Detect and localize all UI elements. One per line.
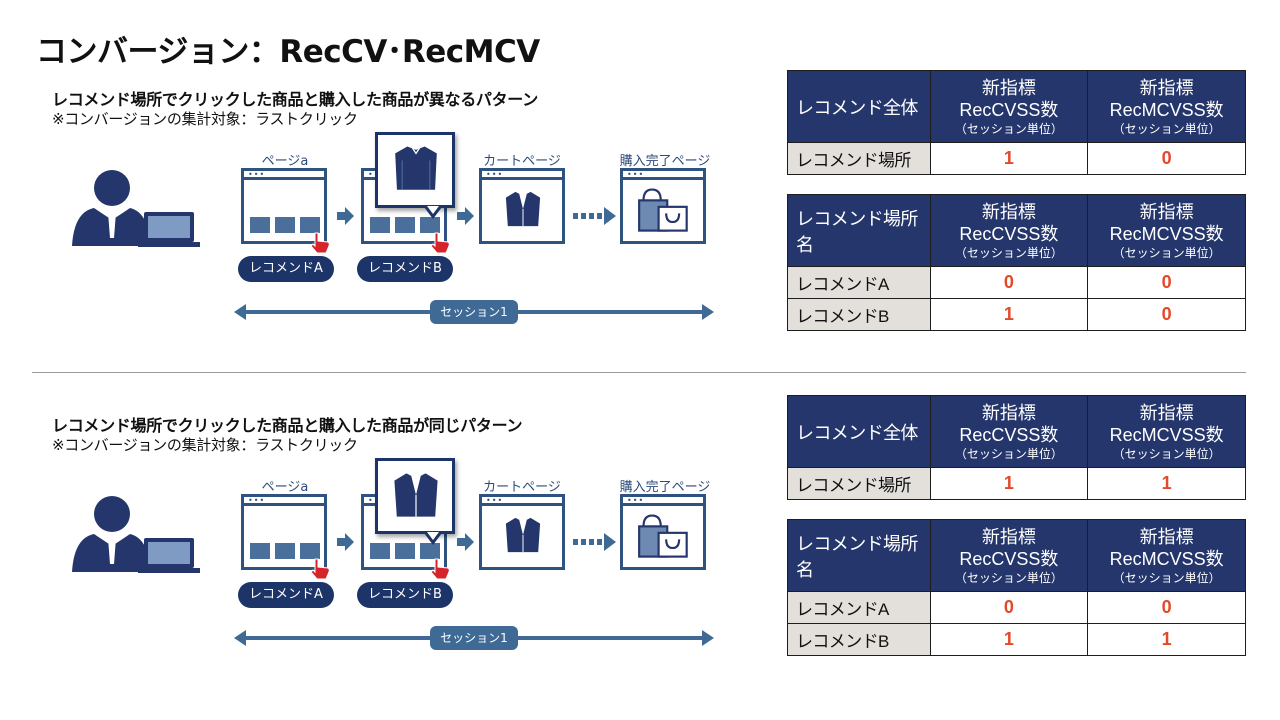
pattern-different: レコメンド場所でクリックした商品と購入した商品が異なるパターン ※コンバージョン… — [0, 0, 1280, 324]
table-row: レコメンド場所 1 1 — [787, 467, 1246, 500]
arrow-right-icon — [337, 533, 354, 551]
person-with-laptop-icon — [72, 170, 200, 247]
table-recommend-by-place: レコメンド場所名 新指標 RecCVSS数 （セッション単位） 新指標 RecM… — [787, 194, 1246, 331]
page-title: コンバージョン：RecCV･RecMCV — [36, 34, 540, 70]
table-row: レコメンドB 1 0 — [787, 298, 1246, 331]
table-header-reccv: 新指標 RecCVSS数 （セッション単位） — [929, 194, 1089, 267]
arrow-right-icon — [457, 533, 474, 551]
click-hand-icon — [430, 232, 450, 254]
complete-page-label: 購入完了ページ — [619, 480, 711, 495]
table-row: レコメンド場所 1 0 — [787, 142, 1246, 175]
table-header-label: レコメンド場所名 — [787, 194, 931, 267]
session-bar: セッション1 — [234, 626, 714, 650]
session-bar: セッション1 — [234, 300, 714, 324]
page-a-window: ••• — [241, 494, 327, 570]
table-row: レコメンドA 0 0 — [787, 266, 1246, 299]
recommend-a-pill: レコメンドA — [238, 256, 334, 282]
click-hand-icon — [310, 232, 330, 254]
cart-page-window: ••• — [479, 494, 565, 570]
table-recommend-by-place: レコメンド場所名 新指標 RecCVSS数 （セッション単位） 新指標 RecM… — [787, 519, 1246, 656]
double-arrow-icon — [234, 630, 714, 646]
table-recommend-total: レコメンド全体 新指標 RecCVSS数 （セッション単位） 新指標 RecMC… — [787, 70, 1246, 175]
section-heading: レコメンド場所でクリックした商品と購入した商品が同じパターン — [52, 416, 523, 435]
table-row: レコメンドB 1 1 — [787, 623, 1246, 656]
arrow-right-icon — [457, 207, 474, 225]
dotted-arrow-icon — [573, 533, 616, 551]
clicked-product-popup — [375, 458, 455, 545]
table-header-reccv: 新指標 RecCVSS数 （セッション単位） — [929, 519, 1089, 592]
pattern-same: レコメンド場所でクリックした商品と購入した商品が同じパターン ※コンバージョンの… — [0, 326, 1280, 650]
cart-page-window: ••• — [479, 168, 565, 244]
clicked-product-popup — [375, 132, 455, 219]
recommend-a-pill: レコメンドA — [238, 582, 334, 608]
section-subheading: ※コンバージョンの集計対象：ラストクリック — [52, 436, 358, 454]
table-header-label: レコメンド全体 — [787, 395, 931, 468]
recommend-b-pill: レコメンドB — [357, 256, 453, 282]
table-header-recmcv: 新指標 RecMCVSS数 （セッション単位） — [1087, 194, 1246, 267]
double-arrow-icon — [234, 304, 714, 320]
section-divider — [32, 372, 1246, 373]
shirt-icon — [395, 146, 437, 190]
recommend-b-pill: レコメンドB — [357, 582, 453, 608]
table-row: レコメンドA 0 0 — [787, 591, 1246, 624]
jacket-icon — [505, 517, 541, 553]
jacket-icon — [505, 191, 541, 227]
cart-page-label: カートページ — [483, 480, 561, 495]
complete-page-window: ••• — [620, 494, 706, 570]
table-header-recmcv: 新指標 RecMCVSS数 （セッション単位） — [1087, 70, 1246, 143]
table-header-reccv: 新指標 RecCVSS数 （セッション単位） — [929, 70, 1089, 143]
session-label: セッション1 — [430, 300, 518, 324]
complete-page-label: 購入完了ページ — [619, 154, 711, 169]
table-header-recmcv: 新指標 RecMCVSS数 （セッション単位） — [1087, 395, 1246, 468]
page-a-window: ••• — [241, 168, 327, 244]
table-header-label: レコメンド場所名 — [787, 519, 931, 592]
table-recommend-total: レコメンド全体 新指標 RecCVSS数 （セッション単位） 新指標 RecMC… — [787, 395, 1246, 500]
page-a-label: ページa — [261, 480, 309, 495]
jacket-icon — [394, 473, 438, 517]
complete-page-window: ••• — [620, 168, 706, 244]
shopping-bags-icon — [638, 188, 688, 232]
click-hand-icon — [430, 558, 450, 580]
shopping-bags-icon — [638, 514, 688, 558]
dotted-arrow-icon — [573, 207, 616, 225]
table-header-label: レコメンド全体 — [787, 70, 931, 143]
person-with-laptop-icon — [72, 496, 200, 573]
table-header-recmcv: 新指標 RecMCVSS数 （セッション単位） — [1087, 519, 1246, 592]
page-a-label: ページa — [261, 154, 309, 169]
arrow-right-icon — [337, 207, 354, 225]
section-subheading: ※コンバージョンの集計対象：ラストクリック — [52, 110, 358, 128]
cart-page-label: カートページ — [483, 154, 561, 169]
table-header-reccv: 新指標 RecCVSS数 （セッション単位） — [929, 395, 1089, 468]
section-heading: レコメンド場所でクリックした商品と購入した商品が異なるパターン — [52, 90, 538, 109]
session-label: セッション1 — [430, 626, 518, 650]
click-hand-icon — [310, 558, 330, 580]
